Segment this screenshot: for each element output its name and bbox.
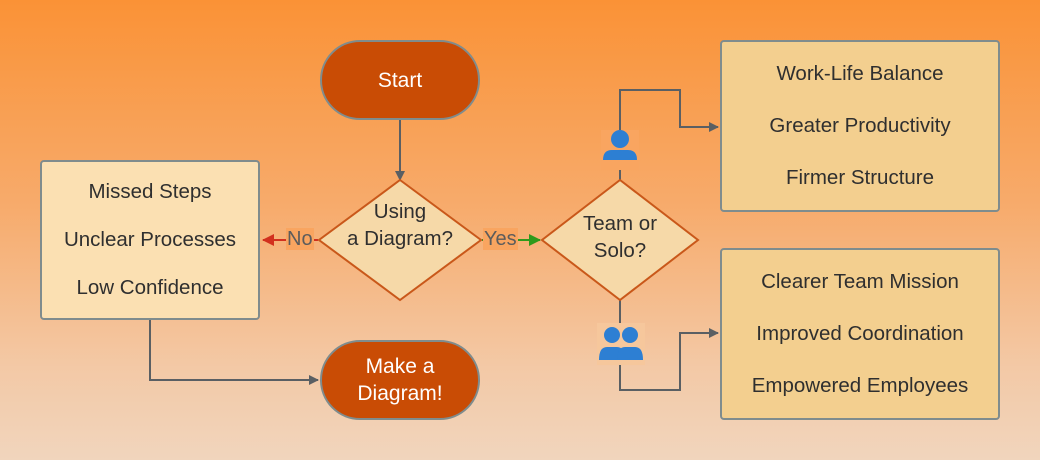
decision-team-or-solo-line-2: Solo? <box>593 239 647 262</box>
make-diagram-line-2: Diagram! <box>357 382 443 405</box>
problem-item: Missed Steps <box>88 180 212 203</box>
make-diagram-node: Make a Diagram! <box>320 340 480 420</box>
solo-benefit-item: Firmer Structure <box>785 166 935 189</box>
solo-benefits-box: Work-Life Balance Greater Productivity F… <box>720 40 1000 212</box>
make-diagram-line-1: Make a <box>365 355 435 378</box>
decision-diamond-using-diagram <box>317 178 483 302</box>
connector-problems-to-make-diagram <box>149 320 319 385</box>
problems-box: Missed Steps Unclear Processes Low Confi… <box>40 160 260 320</box>
team-benefits-box: Clearer Team Mission Improved Coordinati… <box>720 248 1000 420</box>
decision-using-diagram-line-1: Using <box>373 200 427 223</box>
edge-label-no: No <box>286 228 314 250</box>
decision-team-or-solo-label: Team or Solo? <box>560 210 680 264</box>
problem-item: Low Confidence <box>76 276 224 299</box>
group-people-icon <box>597 323 645 365</box>
decision-team-or-solo-line-1: Team or <box>582 212 658 235</box>
start-node: Start <box>320 40 480 120</box>
problem-item: Unclear Processes <box>63 228 237 251</box>
start-label: Start <box>377 68 423 92</box>
connector-solo <box>619 89 719 180</box>
solo-benefit-item: Greater Productivity <box>769 114 951 137</box>
solo-benefit-item: Work-Life Balance <box>776 62 944 85</box>
decision-using-diagram-label: Using a Diagram? <box>330 198 470 252</box>
single-person-icon <box>601 130 639 170</box>
team-benefit-item: Empowered Employees <box>751 374 969 397</box>
decision-using-diagram-line-2: a Diagram? <box>347 227 453 250</box>
decision-diamond-team-or-solo <box>540 178 700 302</box>
team-benefit-item: Clearer Team Mission <box>761 270 959 293</box>
edge-label-yes: Yes <box>483 228 518 250</box>
team-benefit-item: Improved Coordination <box>756 322 964 345</box>
